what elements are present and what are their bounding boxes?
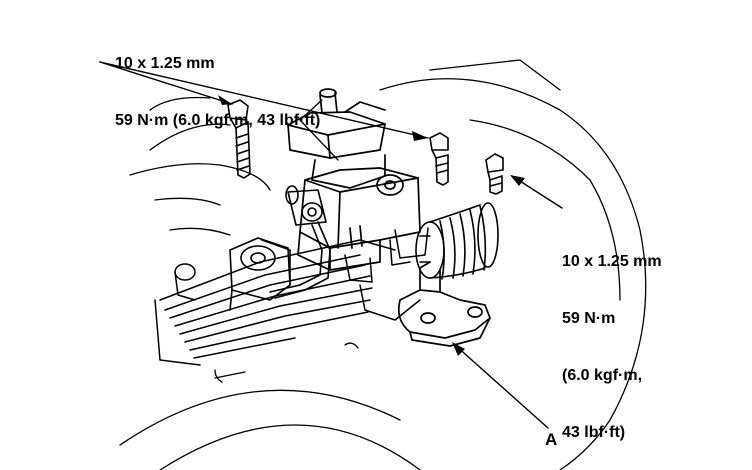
- bolt-right: [485, 153, 504, 195]
- bolt-middle: [429, 132, 449, 186]
- arrowheads: [218, 95, 525, 356]
- torque-spec-right: 10 x 1.25 mm 59 N·m (6.0 kgf·m, 43 lbf·f…: [562, 214, 662, 470]
- lower-valve-details: [344, 227, 429, 321]
- spec-top-size: 10 x 1.25 mm: [115, 55, 215, 72]
- rack-boot: [415, 202, 499, 280]
- fluid-line: [269, 221, 331, 299]
- spec-right-lbf: 43 lbf·ft): [562, 424, 626, 441]
- bolt-left: [227, 99, 251, 179]
- body-contours: [119, 59, 647, 470]
- left-mount: [229, 237, 291, 311]
- spec-right-size: 10 x 1.25 mm: [562, 253, 662, 270]
- callout-label-a: A: [545, 430, 558, 449]
- torque-spec-top: 10 x 1.25 mm 59 N·m (6.0 kgf·m, 43 lbf·f…: [115, 16, 320, 168]
- left-ear: [174, 263, 196, 301]
- bracket-a: [397, 261, 491, 347]
- spec-right-kgf: (6.0 kgf·m,: [562, 367, 643, 384]
- spec-right-torque: 59 N·m: [562, 310, 616, 327]
- line-fitting: [285, 185, 327, 226]
- pinion-housing: [287, 88, 386, 189]
- spec-top-torque: 59 N·m (6.0 kgf·m, 43 lbf·ft): [115, 112, 321, 129]
